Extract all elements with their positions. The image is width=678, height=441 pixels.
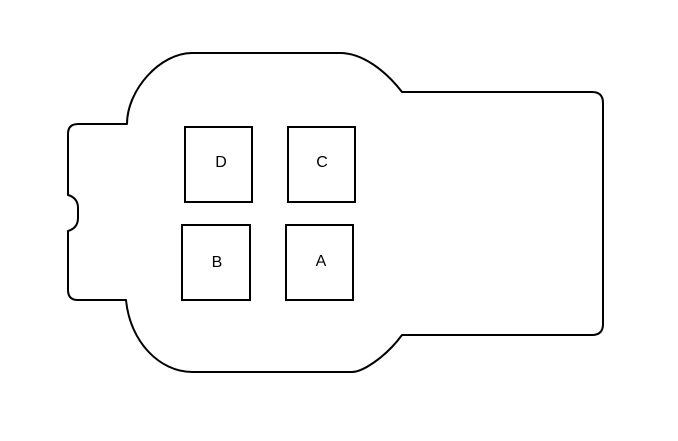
cavity-d-box: [184, 126, 253, 203]
cavity-c-label: C: [316, 154, 328, 171]
cavity-d: D: [184, 126, 253, 203]
cavity-c: C: [287, 126, 356, 203]
cavity-b-box: [181, 224, 251, 301]
cavity-d-label: D: [215, 154, 227, 171]
cavity-a: A: [285, 224, 354, 301]
connector-housing-outline: [67, 52, 604, 373]
cavity-a-label: A: [316, 253, 327, 270]
cavity-c-box: [287, 126, 356, 203]
cavity-b-label: B: [212, 254, 223, 271]
cavity-b: B: [181, 224, 251, 301]
cavity-a-box: [285, 224, 354, 301]
